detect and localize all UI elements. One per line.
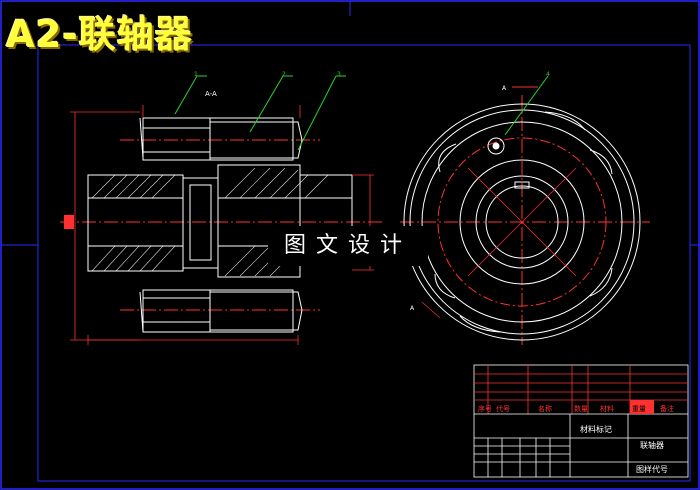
drawing-border	[37, 44, 691, 482]
callout-1: 1	[194, 71, 198, 78]
title-block	[473, 364, 689, 478]
bolt-hole	[487, 137, 505, 155]
bom-col-weight: 重量	[632, 405, 646, 413]
dimensions	[70, 105, 374, 345]
bom-col-code: 代号	[496, 404, 510, 413]
bom-col-remark: 备注	[660, 404, 674, 413]
callout-3: 3	[337, 71, 341, 78]
bom-col-name: 名称	[538, 404, 552, 413]
dimension-tag	[64, 215, 74, 229]
top-bolt	[142, 117, 294, 161]
section-view: A-A 1 2 3	[60, 71, 385, 345]
bottom-bolt	[142, 289, 294, 333]
material-mark: 材料标记	[580, 424, 612, 434]
watermark: 图文设计	[268, 226, 428, 266]
drawing-title: A2-联轴器	[6, 13, 193, 56]
shaft-bore	[485, 185, 559, 259]
drawing-code: 图样代号	[636, 464, 668, 474]
view-label-bottom: A	[410, 305, 415, 312]
bom-col-qty: 数量	[574, 404, 588, 413]
left-hub	[87, 174, 184, 272]
leaders	[174, 75, 346, 151]
end-view: A A 4	[400, 71, 650, 345]
outer-flange	[403, 103, 641, 341]
part-name: 联轴器	[640, 440, 664, 450]
callout-2: 2	[282, 71, 286, 78]
section-hatch	[91, 167, 331, 277]
section-label: A-A	[205, 90, 217, 98]
view-label-top: A	[502, 85, 507, 92]
bom-col-material: 材料	[600, 404, 614, 413]
callout-4: 4	[546, 71, 550, 78]
bom-header: 序号 代号 名称 数量 材料 重量 备注	[478, 404, 674, 413]
bom-col-index: 序号	[478, 404, 492, 413]
